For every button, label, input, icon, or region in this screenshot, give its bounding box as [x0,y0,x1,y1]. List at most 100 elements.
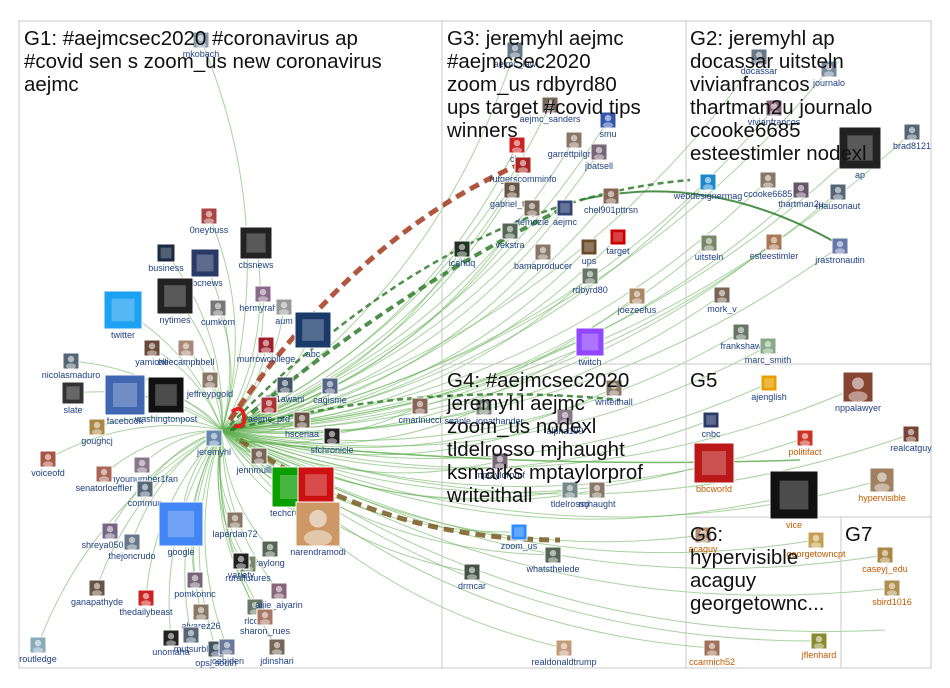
node-hsceriaa[interactable]: hsceriaa [285,411,319,439]
node-realdonaldtrump[interactable]: realdonaldtrump [531,639,597,667]
node-unomaha[interactable]: unomaha [152,629,190,657]
node-nppalawyer[interactable]: nppalawyer [835,371,881,413]
node-cagisme[interactable]: cagisme [313,377,347,405]
node-nicolasmaduro[interactable]: nicolasmaduro [42,352,101,380]
node-whatsthelede[interactable]: whatsthelede [525,546,580,574]
node-nbcnews[interactable]: nbcnews [187,248,223,288]
node-uitsteln[interactable]: uitsteln [695,234,724,262]
node-laperdan72[interactable]: laperdan72 [212,511,258,539]
node-aejmc-law[interactable]: aejmc_law [494,41,537,69]
node-esteestimler[interactable]: esteestimler [750,233,799,261]
node-aejmc[interactable]: aejmc [553,199,578,227]
node-cumkom[interactable]: cumkom [201,299,235,327]
node-business[interactable]: business [148,243,184,273]
node-slate[interactable]: slate [61,381,85,415]
node-cbsnews[interactable]: cbsnews [238,226,274,270]
node-thedailybeast[interactable]: thedailybeast [119,589,173,617]
node-mjhaught[interactable]: mjhaught [578,481,616,509]
node-sfchronicle[interactable]: sfchronicle [310,427,354,455]
node-mork-v[interactable]: mork_v [707,286,737,314]
node-joebiden[interactable]: joebiden [209,638,244,666]
node-mausonaut[interactable]: mausonaut [816,183,861,211]
node-writeithall[interactable]: writeithall [594,379,633,407]
node-ups[interactable]: ups [580,238,598,266]
node-webdesignermag[interactable]: webdesignermag [673,173,743,201]
node-senatorloeffler[interactable]: senatorloeffler [76,465,133,493]
node-alpha199[interactable]: alpha199 [546,408,584,436]
node-raylong[interactable]: raylong [255,540,285,568]
node-realcatguy[interactable]: realcatguy [890,425,932,453]
node-jdinshari[interactable]: jdinshari [259,638,294,666]
node-voiceofd[interactable]: voiceofd [31,450,65,478]
node-vekstra[interactable]: vekstra [495,222,525,250]
node-jbatsell[interactable]: jbatsell [584,143,613,171]
node-twitch[interactable]: twitch [575,327,605,367]
node-commun[interactable]: commun [128,480,163,508]
node-journalo[interactable]: journalo [812,60,845,88]
node-seanle-jonathander[interactable]: seanle_jonathander [444,398,524,426]
node-google[interactable]: google [158,501,204,557]
node-hermyrahim[interactable]: hermyrahim [239,285,287,313]
node-ap[interactable]: ap [838,126,882,180]
node-marc-smith[interactable]: marc_smith [745,337,792,365]
node-jeffreypgold[interactable]: jeffreypgold [186,371,233,399]
node-rdbyrd80[interactable]: rdbyrd80 [572,267,608,295]
node-caseyj-edu[interactable]: caseyj_edu [862,546,908,574]
node-cnbc[interactable]: cnbc [701,411,721,439]
node-hypervisible[interactable]: hypervisible [858,467,906,503]
node-pomkonnc[interactable]: pomkonnc [174,571,216,599]
node-routledge[interactable]: routledge [19,636,57,664]
node-ajenglish[interactable]: ajenglish [751,374,787,402]
node-joezeefus[interactable]: joezeefus [617,287,657,315]
node-murrowcollege[interactable]: murrowcollege [237,336,296,364]
node-aejmc-sanders[interactable]: aejmc_sanders [519,96,581,124]
node-icahdq[interactable]: icahdq [449,240,476,268]
node-aijie-aiyarin[interactable]: aijie_aiyarin [255,582,303,610]
node-garrettpilgrim[interactable]: garrettpilgrim [548,131,601,159]
node-washingtonpost[interactable]: washingtonpost [134,376,198,424]
node-twitter[interactable]: twitter [103,290,143,340]
node-ccarmich52[interactable]: ccarmich52 [689,639,735,667]
node-jennmullins[interactable]: jennmullins [235,447,282,475]
node-brad8121[interactable]: brad8121 [893,123,931,151]
node-aum[interactable]: aum [275,298,293,326]
node-imyounumber1fan[interactable]: imyounumber1fan [106,456,178,484]
node-zoom-us[interactable]: zoom_us [501,523,538,551]
node-smu[interactable]: smu [599,111,617,139]
node-alvarez26[interactable]: alvarez26 [181,603,221,631]
node-shreya050219[interactable]: shreya050219 [81,522,139,550]
node-mptaylorprof[interactable]: mptaylorprof [475,452,526,480]
node-chel901pttrsn[interactable]: chel901pttrsn [584,187,638,215]
node-thartman2u[interactable]: thartman2u [778,181,824,209]
node-demozie[interactable]: demozie [515,199,549,227]
node-0neybuss[interactable]: 0neybuss [190,207,229,235]
node-variety[interactable]: variety [228,552,255,580]
node-mutsurbl[interactable]: mutsurbl [174,626,209,654]
node-narendramodi[interactable]: narendramodi [290,501,346,557]
node-nytimes[interactable]: nytimes [156,277,194,325]
node-tldelrosso[interactable]: tldelrosso [551,481,590,509]
node-docassar[interactable]: docassar [741,48,778,76]
node-georgetowncpt[interactable]: georgetowncpt [786,531,846,559]
node-cmarinucci[interactable]: cmarinucci [398,397,442,425]
node-mkobach[interactable]: mkobach [183,31,220,59]
node-frankshaw[interactable]: frankshaw [720,323,762,351]
node-sbird1016[interactable]: sbird1016 [872,579,912,607]
node-goughcj[interactable]: goughcj [81,418,113,446]
node-acaguy[interactable]: acaguy [688,526,718,554]
node-501awani[interactable]: 501awani [266,376,305,404]
node-ccooke6685[interactable]: ccooke6685 [744,171,793,199]
node-rutgerscomminfo[interactable]: rutgerscomminfo [489,156,557,184]
node-jflenhard[interactable]: jflenhard [801,632,837,660]
node-yamiche[interactable]: yamiche [135,339,169,367]
node-drmcar[interactable]: drmcar [458,563,486,591]
node-facebook[interactable]: facebook [104,374,146,426]
node-gabriel-tait[interactable]: gabriel_tait [490,181,535,209]
node-vivianfrancos[interactable]: vivianfrancos [748,99,801,127]
node-jeremyhl[interactable]: jeremyhl [196,429,231,457]
node-politifact[interactable]: politifact [788,429,822,457]
node-thejoncrudo[interactable]: thejoncrudo [108,533,156,561]
node-ganapathyde[interactable]: ganapathyde [71,579,123,607]
node-bbcworld[interactable]: bbcworld [693,442,735,494]
node-aejmc-prd[interactable]: aejmc_prd [248,396,290,424]
